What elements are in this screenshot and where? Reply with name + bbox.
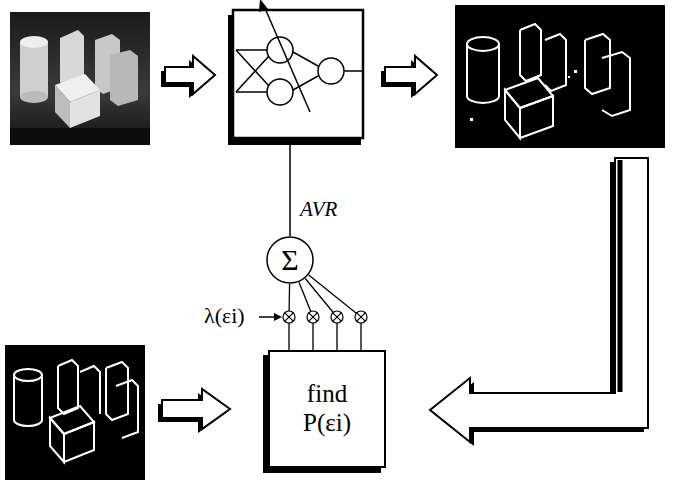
multiplier-symbol <box>307 311 319 323</box>
input-photo <box>10 12 150 145</box>
process-box: find P(εi) <box>268 350 386 468</box>
flow-arrow <box>158 389 230 433</box>
weight-label: λ(εi) <box>204 303 245 329</box>
flow-arrow <box>381 56 437 98</box>
neural-network-box <box>228 0 363 145</box>
feedback-arrow <box>430 158 648 446</box>
multiplier-symbol <box>331 311 343 323</box>
circle-outline <box>267 237 313 283</box>
multiplier-symbol <box>283 311 295 323</box>
connector-group <box>289 275 361 350</box>
summation-node: Σ <box>266 236 314 284</box>
multiplier-symbol <box>355 311 367 323</box>
box-text: find P(εi) <box>291 380 363 438</box>
multiplier-symbols <box>283 311 367 323</box>
operator-symbol: Σ <box>281 243 298 278</box>
flow-arrow <box>161 56 215 98</box>
edge-map-target <box>5 345 145 480</box>
lambda-input-arrow <box>259 313 282 321</box>
avr-wire <box>289 138 291 236</box>
edge-map-output <box>455 5 665 148</box>
signal-label: AVR <box>300 197 337 222</box>
